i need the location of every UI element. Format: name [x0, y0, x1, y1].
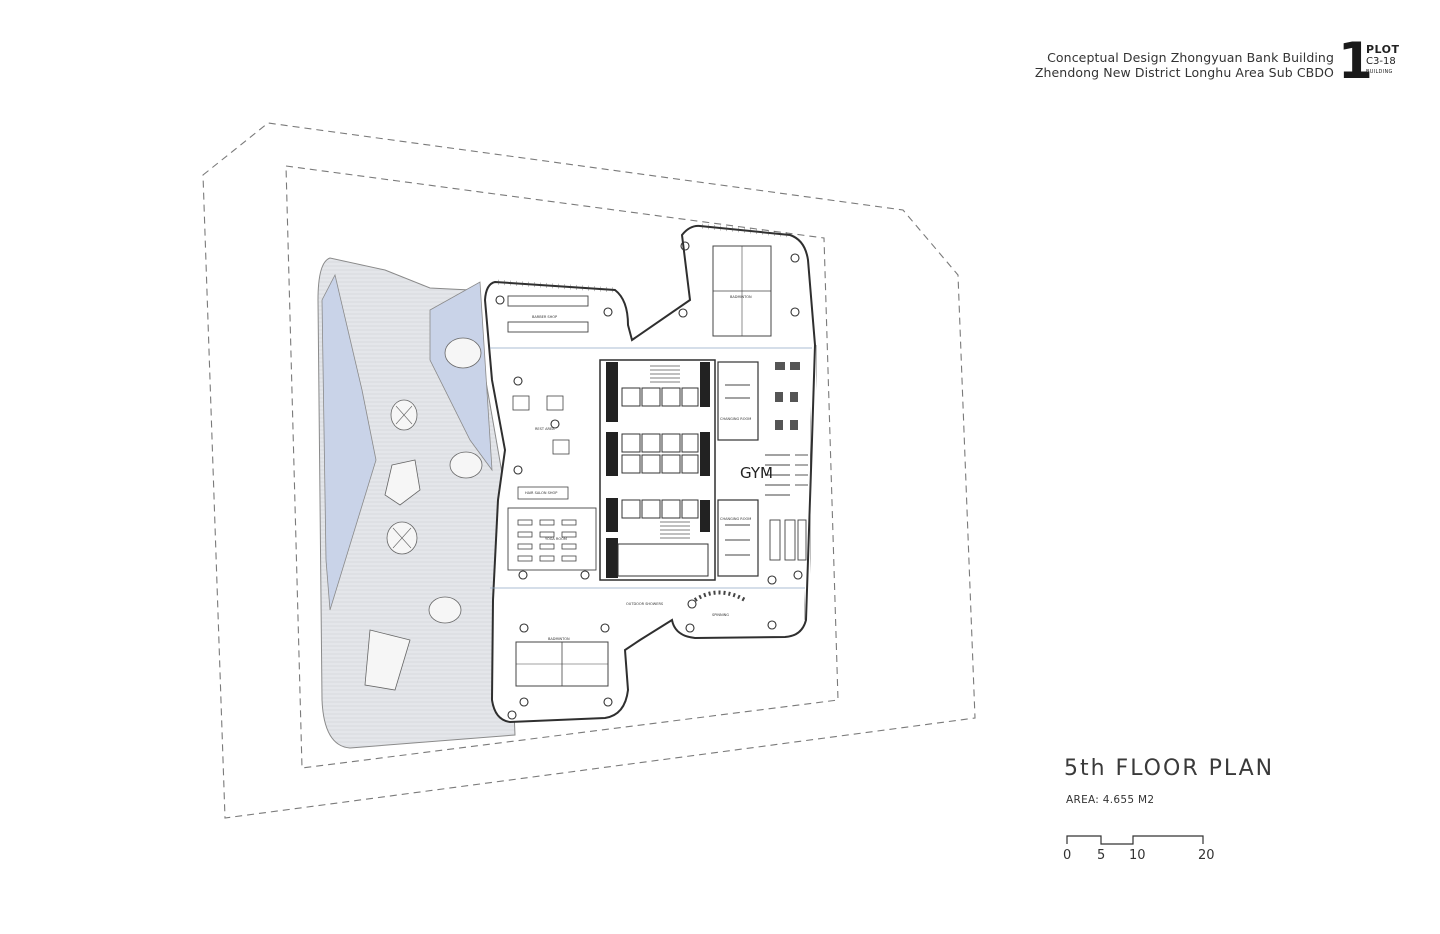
plot-label: PLOT	[1366, 43, 1400, 56]
plot-sub: BUILDING	[1366, 69, 1393, 75]
pool-right	[429, 281, 493, 472]
label-outdoor: OUTDOOR SHOWERS	[626, 602, 664, 606]
label-badminton-bottom: BADMINTON	[548, 637, 570, 641]
site-boundary-outer	[202, 122, 976, 819]
plot-block: PLOT C3-18 BUILDING	[1366, 44, 1400, 76]
label-spinning: SPINNING	[712, 613, 729, 617]
label-barber: BARBER SHOP	[532, 315, 557, 319]
scale-label-20: 20	[1198, 848, 1215, 863]
scale-bar	[1066, 835, 1204, 845]
gym-label: GYM	[740, 464, 773, 482]
scale-label-10: 10	[1129, 848, 1146, 863]
plan-title: 5th FLOOR PLAN	[1064, 756, 1275, 781]
project-title: Conceptual Design Zhongyuan Bank Buildin…	[1047, 50, 1334, 65]
label-badminton-top: BADMINTON	[730, 295, 752, 299]
label-hair: HAIR SALON SHOP	[525, 491, 557, 495]
scale-label-5: 5	[1097, 848, 1106, 863]
plan-area: AREA: 4.655 M2	[1066, 794, 1155, 806]
label-yoga: YOGA ROOM	[545, 537, 567, 541]
service-core	[599, 359, 716, 581]
site-boundary-inner	[285, 165, 839, 769]
project-header: Conceptual Design Zhongyuan Bank Buildin…	[1035, 50, 1334, 80]
label-changing-top: CHANGING ROOM	[720, 417, 751, 421]
building-outline	[483, 224, 817, 724]
label-changing-bottom: CHANGING ROOM	[720, 517, 751, 521]
plot-code: C3-18	[1366, 56, 1396, 67]
building-number: 1	[1338, 32, 1373, 90]
project-location: Zhendong New District Longhu Area Sub CB…	[1034, 65, 1334, 80]
scale-label-0: 0	[1063, 848, 1072, 863]
pool-left	[321, 273, 377, 611]
label-rest: REST AREA	[535, 427, 555, 431]
